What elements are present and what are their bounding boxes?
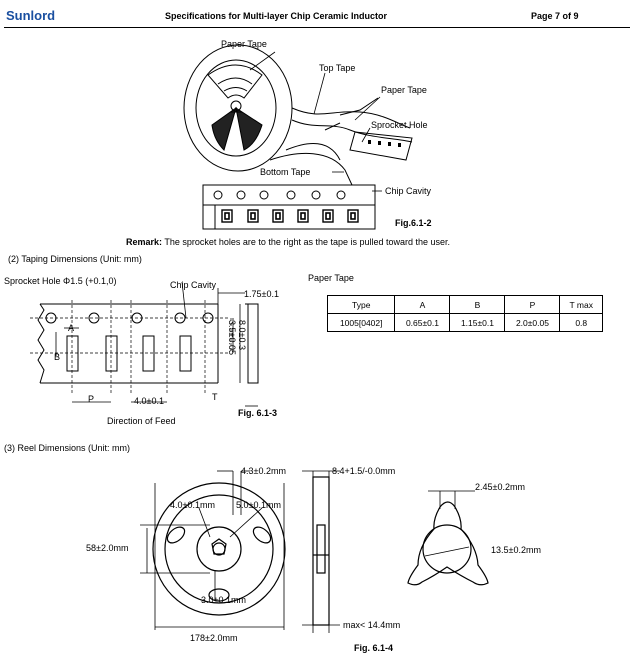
- remark: Remark: The sprocket holes are to the ri…: [126, 237, 450, 247]
- page-number: Page 7 of 9: [531, 11, 579, 21]
- dim-B-label: B: [54, 352, 60, 362]
- label-sprocket-hole: Sprocket Hole: [371, 120, 428, 130]
- table-cell: 0.8: [559, 313, 603, 332]
- dim-4-3: 4.3±0.2mm: [241, 466, 286, 476]
- table-header-cell: T max: [559, 295, 603, 314]
- label-bottom-tape: Bottom Tape: [260, 167, 310, 177]
- dim-2-45: 2.45±0.2mm: [475, 482, 525, 492]
- section-heading-taping: (2) Taping Dimensions (Unit: mm): [8, 254, 142, 264]
- document-title: Specifications for Multi-layer Chip Cera…: [165, 11, 388, 21]
- dim-13-5: 13.5±0.2mm: [491, 545, 541, 555]
- dim-58: 58±2.0mm: [86, 543, 128, 553]
- chip-cavity-label: Chip Cavity: [170, 280, 217, 290]
- dim-3-0mm: 3.0±0.1mm: [201, 595, 246, 605]
- figure-caption-6-1-3: Fig. 6.1-3: [238, 408, 277, 418]
- label-paper-tape: Paper Tape: [221, 39, 267, 49]
- dim-max-14-4: max< 14.4mm: [343, 620, 400, 630]
- table-header-cell: Type: [326, 295, 396, 314]
- table-header-cell: A: [394, 295, 451, 314]
- section-heading-reel: (3) Reel Dimensions (Unit: mm): [4, 443, 131, 453]
- remark-text: The sprocket holes are to the right as t…: [164, 237, 451, 247]
- table-header-cell: P: [504, 295, 561, 314]
- table-cell: 1005[0402]: [326, 313, 396, 332]
- dim-8-4: 8.4+1.5/-0.0mm: [332, 466, 395, 476]
- reel-dimensions-figure: 4.3±0.2mm 4.0±0.1mm 5.0±0.1mm 58±2.0mm 3…: [86, 466, 541, 653]
- dim-4-0: 4.0±0.1: [134, 396, 164, 406]
- paper-tape-table-title: Paper Tape: [308, 273, 354, 283]
- tape-reel-figure: Paper Tape Top Tape Paper Tape Sprocket …: [183, 39, 432, 230]
- dim-T-label: T: [212, 392, 218, 402]
- dim-A-label: A: [68, 323, 74, 333]
- header-rule: [4, 27, 630, 28]
- dim-P-label: P: [88, 394, 94, 404]
- label-chip-cavity: Chip Cavity: [385, 186, 432, 196]
- paper-tape-table: Type A B P T max 1005[0402] 0.65±0.1 1.1…: [326, 295, 603, 332]
- label-top-tape: Top Tape: [319, 63, 355, 73]
- table-header-cell: B: [449, 295, 506, 314]
- direction-of-feed: Direction of Feed: [107, 416, 176, 426]
- taping-dimensions-figure: Sprocket Hole Φ1.5 (+0.1,0) Chip Cavity …: [4, 276, 279, 426]
- dim-5-0mm: 5.0±0.1mm: [236, 500, 281, 510]
- dim-178: 178±2.0mm: [190, 633, 237, 643]
- table-row: 1005[0402] 0.65±0.1 1.15±0.1 2.0±0.05 0.…: [326, 313, 603, 332]
- table-header-row: Type A B P T max: [326, 295, 603, 314]
- label-paper-tape-2: Paper Tape: [381, 85, 427, 95]
- table-cell: 1.15±0.1: [449, 313, 506, 332]
- dim-8-0: 8.0±0.3: [237, 320, 247, 350]
- table-cell: 0.65±0.1: [394, 313, 451, 332]
- dim-1-75: 1.75±0.1: [244, 289, 279, 299]
- dim-4-0mm: 4.0±0.1mm: [170, 500, 215, 510]
- sprocket-hole-spec: Sprocket Hole Φ1.5 (+0.1,0): [4, 276, 117, 286]
- figure-caption-6-1-4: Fig. 6.1-4: [354, 643, 393, 653]
- remark-label: Remark:: [126, 237, 163, 247]
- brand-logo: Sunlord: [6, 8, 56, 23]
- table-cell: 2.0±0.05: [504, 313, 561, 332]
- dim-3-5: 3.5±0.05: [227, 320, 237, 355]
- figure-caption-6-1-2: Fig.6.1-2: [395, 218, 432, 228]
